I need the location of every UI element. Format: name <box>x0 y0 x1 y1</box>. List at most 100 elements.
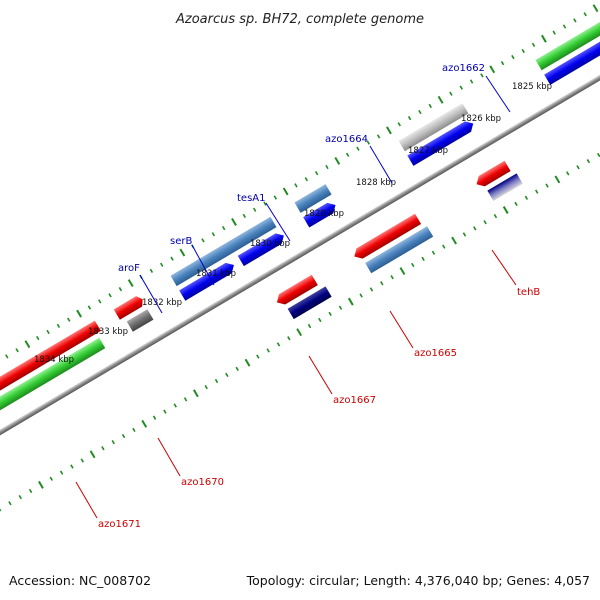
genome-track <box>0 4 600 512</box>
gene-feature[interactable] <box>294 184 332 213</box>
tick-mark <box>514 201 518 207</box>
tick-mark <box>338 305 343 310</box>
kbp-labels: 1825 kbp 1826 kbp 1827 kbp 1828 kbp 1829… <box>34 82 552 365</box>
tick-mark <box>493 213 498 219</box>
gene-label-azo1664[interactable]: azo1664 <box>325 134 368 145</box>
tick-mark <box>431 250 436 255</box>
kbp-label: 1834 kbp <box>34 355 74 365</box>
gene-feature[interactable] <box>179 260 237 301</box>
tick-mark <box>160 262 164 267</box>
tick-mark <box>89 450 96 459</box>
tick-mark <box>442 244 446 249</box>
tick-mark <box>276 342 281 347</box>
tick-mark <box>480 73 484 78</box>
gene-label-tehB[interactable]: tehB <box>517 287 540 298</box>
callout-line <box>157 437 181 477</box>
gene-feature[interactable] <box>170 216 277 287</box>
gene-feature[interactable] <box>0 337 106 433</box>
tick-mark <box>127 279 134 288</box>
gene-feature[interactable] <box>474 160 511 190</box>
tick-mark <box>242 213 247 219</box>
tick-mark <box>376 134 381 139</box>
gene-label-azo1665[interactable]: azo1665 <box>414 348 457 359</box>
kbp-label: 1831 kbp <box>196 269 236 279</box>
gene-label-tesA1[interactable]: tesA1 <box>237 193 266 204</box>
tick-mark <box>469 79 474 84</box>
tick-mark <box>0 507 2 512</box>
callout-line <box>308 355 333 395</box>
tick-mark <box>437 95 444 104</box>
callout-line <box>265 202 291 242</box>
tick-mark <box>428 103 432 109</box>
tick-mark <box>366 140 370 145</box>
tick-mark <box>15 348 19 353</box>
gene-label-azo1671[interactable]: azo1671 <box>98 519 141 530</box>
tick-mark <box>562 24 567 29</box>
tick-mark <box>554 175 561 184</box>
tick-mark <box>98 299 102 304</box>
tick-mark <box>535 189 539 194</box>
tick-mark <box>80 458 84 463</box>
tick-mark <box>244 358 251 367</box>
tick-mark <box>334 156 341 165</box>
gene-feature[interactable] <box>544 24 600 85</box>
tick-mark <box>214 378 219 384</box>
tick-mark <box>583 12 587 17</box>
tick-mark <box>24 340 31 349</box>
tick-mark <box>252 207 257 212</box>
gene-feature[interactable] <box>274 274 318 308</box>
tick-mark <box>566 171 570 176</box>
tick-mark <box>211 232 216 237</box>
tick-mark <box>347 297 354 306</box>
kbp-label: 1828 kbp <box>356 178 396 188</box>
genome-summary-text: Topology: circular; Length: 4,376,040 bp… <box>246 573 590 588</box>
tick-mark <box>108 293 112 298</box>
tick-mark <box>263 201 267 206</box>
gene-feature[interactable] <box>113 294 146 320</box>
tick-mark <box>111 439 115 445</box>
gene-label-azo1667[interactable]: azo1667 <box>333 395 376 406</box>
tick-mark <box>141 419 148 428</box>
gene-feature[interactable] <box>303 200 338 228</box>
tick-mark <box>132 427 136 433</box>
gene-feature[interactable] <box>287 286 332 320</box>
tick-mark <box>282 187 289 196</box>
tick-mark <box>397 122 401 127</box>
callout-line <box>139 274 163 314</box>
tick-mark <box>67 317 71 322</box>
tick-mark <box>183 397 188 402</box>
tick-mark <box>531 42 536 47</box>
callout-line <box>389 310 414 349</box>
tick-mark <box>511 54 515 60</box>
tick-mark <box>386 126 392 135</box>
gene-feature[interactable] <box>365 226 434 274</box>
tick-mark <box>121 433 126 439</box>
kbp-label: 1832 kbp <box>142 298 182 308</box>
gene-label-serB[interactable]: serB <box>170 236 192 247</box>
tick-mark <box>5 354 9 359</box>
gene-feature[interactable] <box>237 230 287 267</box>
gene-feature[interactable] <box>126 309 154 332</box>
gene-label-aroF[interactable]: aroF <box>118 263 140 274</box>
tick-mark <box>524 195 529 200</box>
gene-feature[interactable] <box>398 103 469 152</box>
gene-feature[interactable] <box>407 118 476 166</box>
gene-label-azo1662[interactable]: azo1662 <box>442 63 485 74</box>
gene-label-azo1670[interactable]: azo1670 <box>181 477 224 488</box>
callout-line <box>485 75 511 113</box>
gene-feature[interactable] <box>535 18 600 71</box>
tick-mark <box>390 275 394 280</box>
map-title: Azoarcus sp. BH72, complete genome <box>175 12 424 27</box>
tick-mark <box>294 183 298 188</box>
tick-mark <box>418 109 422 115</box>
gene-feature[interactable] <box>487 173 523 202</box>
tick-mark <box>596 152 600 158</box>
tick-mark <box>296 328 303 337</box>
gene-feature[interactable] <box>0 320 101 418</box>
kbp-label: 1829 kbp <box>304 209 344 219</box>
kbp-label: 1833 kbp <box>88 327 128 337</box>
tick-mark <box>473 226 477 231</box>
tick-mark <box>201 238 205 243</box>
gene-feature[interactable] <box>351 213 422 262</box>
